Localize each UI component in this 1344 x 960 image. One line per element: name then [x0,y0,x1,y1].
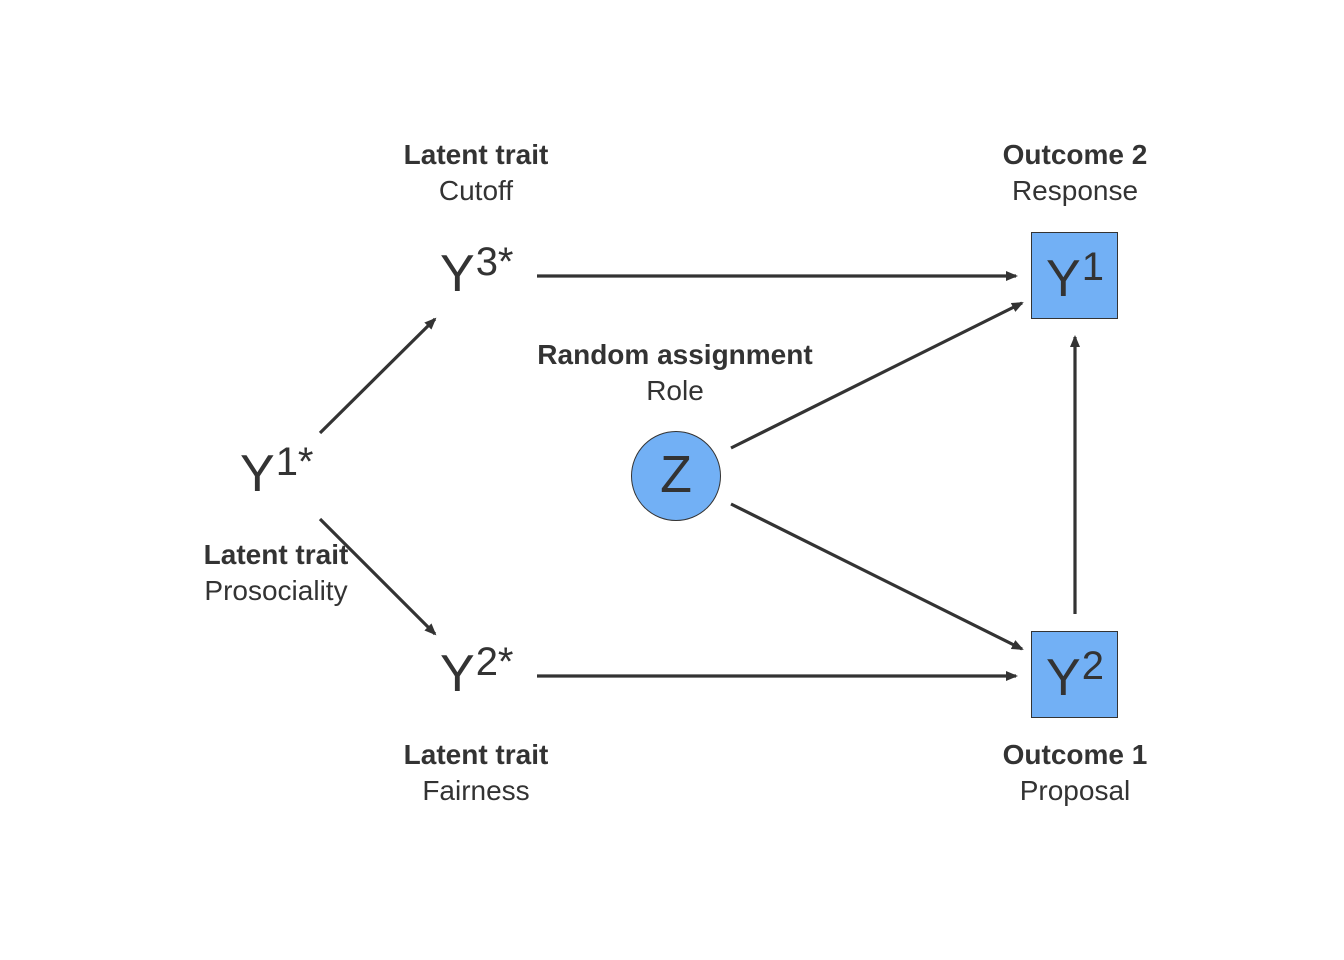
label-y2-title: Outcome 1 [1002,739,1148,770]
node-y2: Y2 [1046,646,1104,707]
node-y3-star-superscript: 3* [475,240,514,284]
label-y1-star-subtitle: Prosociality [204,575,348,606]
label-y3-star-subtitle: Cutoff [438,175,514,206]
node-y1-superscript: 1 [1081,245,1104,289]
label-y2-star-subtitle: Fairness [422,775,530,806]
edge-z-to-y1 [730,301,1024,450]
label-y1: Outcome 2 Response [975,136,1175,209]
label-y1-title: Outcome 2 [1002,139,1148,170]
label-z-subtitle: Role [646,375,704,406]
label-y2: Outcome 1 Proposal [975,736,1175,809]
node-y1: Y1 [1046,247,1104,308]
node-y2-star-symbol: Y [440,645,475,703]
label-y1-star-title: Latent trait [203,539,349,570]
label-y1-star: Latent trait Prosociality [196,536,356,609]
node-y3-star: Y3* [440,242,514,303]
label-y2-star: Latent trait Fairness [376,736,576,809]
edge-y1-star-to-y3-star [318,317,437,435]
edge-y1-star-to-y2-star [318,517,437,636]
node-y1-star: Y1* [240,442,314,503]
node-y1-symbol: Y [1046,250,1081,308]
node-y2-symbol: Y [1046,649,1081,707]
label-y2-star-title: Latent trait [403,739,549,770]
node-y1-star-symbol: Y [240,445,275,503]
node-y1-box: Y1 [1031,232,1118,319]
node-y1-star-superscript: 1* [275,440,314,484]
node-z-symbol: Z [660,446,692,504]
label-y3-star: Latent trait Cutoff [376,136,576,209]
node-y2-star: Y2* [440,642,514,703]
label-y2-subtitle: Proposal [1019,775,1131,806]
node-y2-superscript: 2 [1081,644,1104,688]
node-z-circle: Z [631,431,721,521]
node-y3-star-symbol: Y [440,245,475,303]
label-y1-subtitle: Response [1011,175,1139,206]
edge-z-to-y2 [730,502,1024,651]
label-y3-star-title: Latent trait [403,139,549,170]
node-y2-box: Y2 [1031,631,1118,718]
label-z-title: Random assignment [537,339,813,370]
label-z: Random assignment Role [505,336,845,409]
node-y2-star-superscript: 2* [475,640,514,684]
